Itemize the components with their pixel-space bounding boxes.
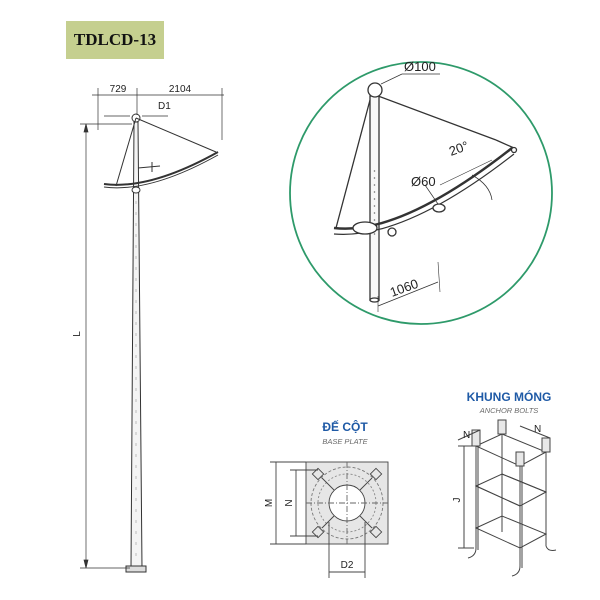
pole-base <box>125 565 147 573</box>
dim-top-diameter: D1 <box>158 101 171 112</box>
base-plate-subtitle: BASE PLATE <box>322 437 368 446</box>
dim-d2: D2 <box>341 560 354 571</box>
detail-view <box>333 73 518 312</box>
dim-ball-diameter: Ø100 <box>404 59 436 74</box>
dim-arm-diameter: Ø60 <box>411 174 436 189</box>
base-plate-drawing <box>270 461 389 578</box>
dim-angle: 20° <box>447 138 471 159</box>
anchor-bolts-title: KHUNG MÓNG <box>467 389 552 404</box>
drawing-title: TDLCD-13 <box>66 21 164 59</box>
dim-height: L <box>72 331 83 337</box>
detail-circle <box>289 61 553 325</box>
dim-n-left: N <box>463 430 470 441</box>
dim-m: M <box>264 499 275 507</box>
pole-dimensions <box>80 88 224 569</box>
dim-offset: 729 <box>110 84 127 95</box>
base-plate-title: ĐẾ CỘT <box>322 419 368 434</box>
dim-j: J <box>452 498 463 503</box>
anchor-bolts-subtitle: ANCHOR BOLTS <box>479 406 539 415</box>
anchor-bolts-drawing <box>457 419 557 577</box>
pole-elevation <box>103 113 219 573</box>
dim-n-right: N <box>534 424 541 435</box>
dim-n: N <box>284 499 295 506</box>
dim-reach: 2104 <box>169 84 192 95</box>
